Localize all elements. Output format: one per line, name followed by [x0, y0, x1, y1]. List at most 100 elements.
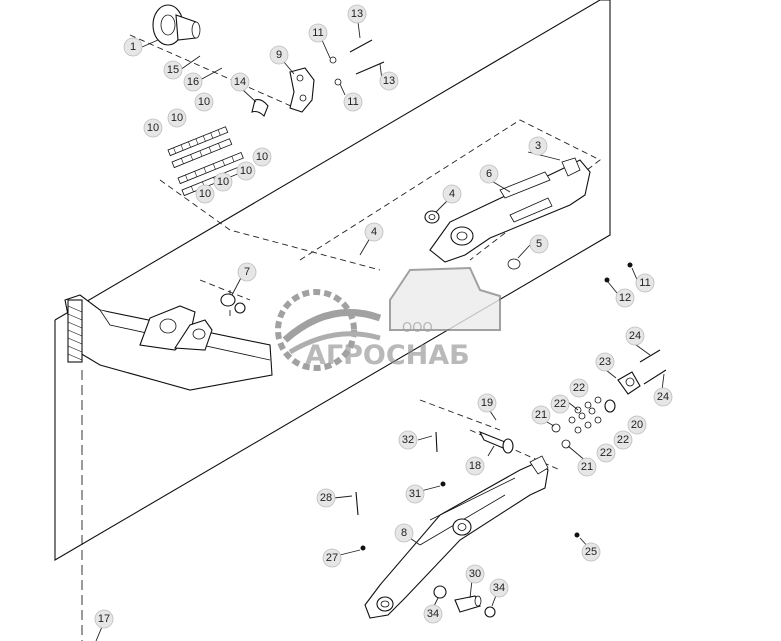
callout-31: 31: [405, 484, 425, 504]
callout-number: 10: [217, 176, 229, 188]
callout-10: 10: [195, 184, 215, 204]
vertical-fastener-parts: [355, 431, 580, 551]
callout-24: 24: [625, 326, 645, 346]
callout-number: 11: [639, 277, 650, 289]
callout-bubble: [347, 4, 367, 24]
perspective-panel: [54, 0, 611, 561]
callout-number: 16: [187, 76, 199, 88]
callout-22: 22: [550, 394, 570, 414]
callout-number: 10: [198, 96, 210, 108]
callout-number: 13: [383, 75, 395, 87]
callout-number: 10: [147, 122, 159, 134]
callout-28: 28: [316, 488, 336, 508]
callout-number: 25: [585, 546, 597, 558]
watermark-logo: ООО АГРОСНАБ: [275, 266, 501, 371]
callout-bubble: [194, 92, 214, 112]
callout-16: 16: [183, 72, 203, 92]
callout-number: 27: [326, 552, 338, 564]
callout-number: 13: [351, 8, 363, 20]
callout-bubble: [529, 234, 549, 254]
callout-9: 9: [269, 45, 289, 65]
callout-number: 1: [130, 41, 136, 53]
callout-bubble: [322, 548, 342, 568]
callout-number: 20: [631, 419, 643, 431]
callout-number: 8: [401, 527, 407, 539]
callout-number: 28: [320, 492, 332, 504]
callout-number: 24: [657, 391, 669, 403]
callout-bubble: [230, 72, 250, 92]
callout-22: 22: [613, 430, 633, 450]
callout-10: 10: [194, 92, 214, 112]
callout-bubble: [595, 352, 615, 372]
callout-bubble: [398, 430, 418, 450]
watermark-prefix: ООО: [402, 321, 433, 336]
callout-bubble: [465, 456, 485, 476]
callout-24: 24: [653, 387, 673, 407]
callout-bubble: [627, 415, 647, 435]
callout-bubble: [163, 60, 183, 80]
callout-34: 34: [423, 604, 443, 624]
callout-bubble: [477, 393, 497, 413]
bracket-part: [289, 67, 315, 113]
callout-number: 18: [469, 460, 481, 472]
callout-bubble: [379, 71, 399, 91]
callout-bubble: [577, 457, 597, 477]
callout-number: 34: [427, 608, 439, 620]
callout-20: 20: [627, 415, 647, 435]
callout-bubble: [364, 222, 384, 242]
callout-bubble: [489, 578, 509, 598]
callout-bubble: [653, 387, 673, 407]
callout-number: 22: [573, 382, 585, 394]
callout-6: 6: [479, 164, 499, 184]
callout-11: 11: [635, 273, 655, 293]
callout-number: 4: [449, 188, 455, 200]
callout-number: 10: [256, 151, 268, 163]
callout-number: 21: [581, 461, 593, 473]
callout-bubble: [550, 394, 570, 414]
washer-grid: [568, 396, 602, 434]
callout-number: 22: [617, 434, 629, 446]
callout-bubble: [343, 92, 363, 112]
callout-11: 11: [343, 92, 363, 112]
callout-21: 21: [577, 457, 597, 477]
callout-22: 22: [569, 378, 589, 398]
callout-number: 31: [409, 488, 421, 500]
callout-34: 34: [489, 578, 509, 598]
callout-number: 10: [171, 112, 183, 124]
callout-bubble: [465, 564, 485, 584]
callout-number: 10: [199, 188, 211, 200]
callout-10: 10: [167, 108, 187, 128]
callout-10: 10: [213, 172, 233, 192]
callout-bubble: [581, 542, 601, 562]
callout-18: 18: [465, 456, 485, 476]
callout-bubble: [635, 273, 655, 293]
callout-number: 24: [629, 330, 641, 342]
main-frame-part: [64, 294, 273, 391]
callout-25: 25: [581, 542, 601, 562]
callout-bubble: [394, 523, 414, 543]
callout-7: 7: [237, 262, 257, 282]
callout-bubble: [569, 378, 589, 398]
callout-bubble: [423, 604, 443, 624]
watermark-company-name: АГРОСНАБ: [305, 340, 470, 371]
callout-4: 4: [364, 222, 384, 242]
callout-bubble: [308, 23, 328, 43]
callout-27: 27: [322, 548, 342, 568]
callout-bubble: [596, 443, 616, 463]
callout-number: 21: [535, 409, 547, 421]
callout-13: 13: [379, 71, 399, 91]
callout-bubble: [615, 288, 635, 308]
callout-22: 22: [596, 443, 616, 463]
callout-3: 3: [528, 136, 548, 156]
callout-10: 10: [252, 147, 272, 167]
callout-bubble: [442, 184, 462, 204]
callout-bubble: [195, 184, 215, 204]
callout-bubble: [167, 108, 187, 128]
callout-bubble: [528, 136, 548, 156]
callout-number: 15: [167, 64, 179, 76]
callout-bubble: [94, 609, 114, 629]
callout-bubble: [213, 172, 233, 192]
callout-number: 9: [276, 49, 282, 61]
